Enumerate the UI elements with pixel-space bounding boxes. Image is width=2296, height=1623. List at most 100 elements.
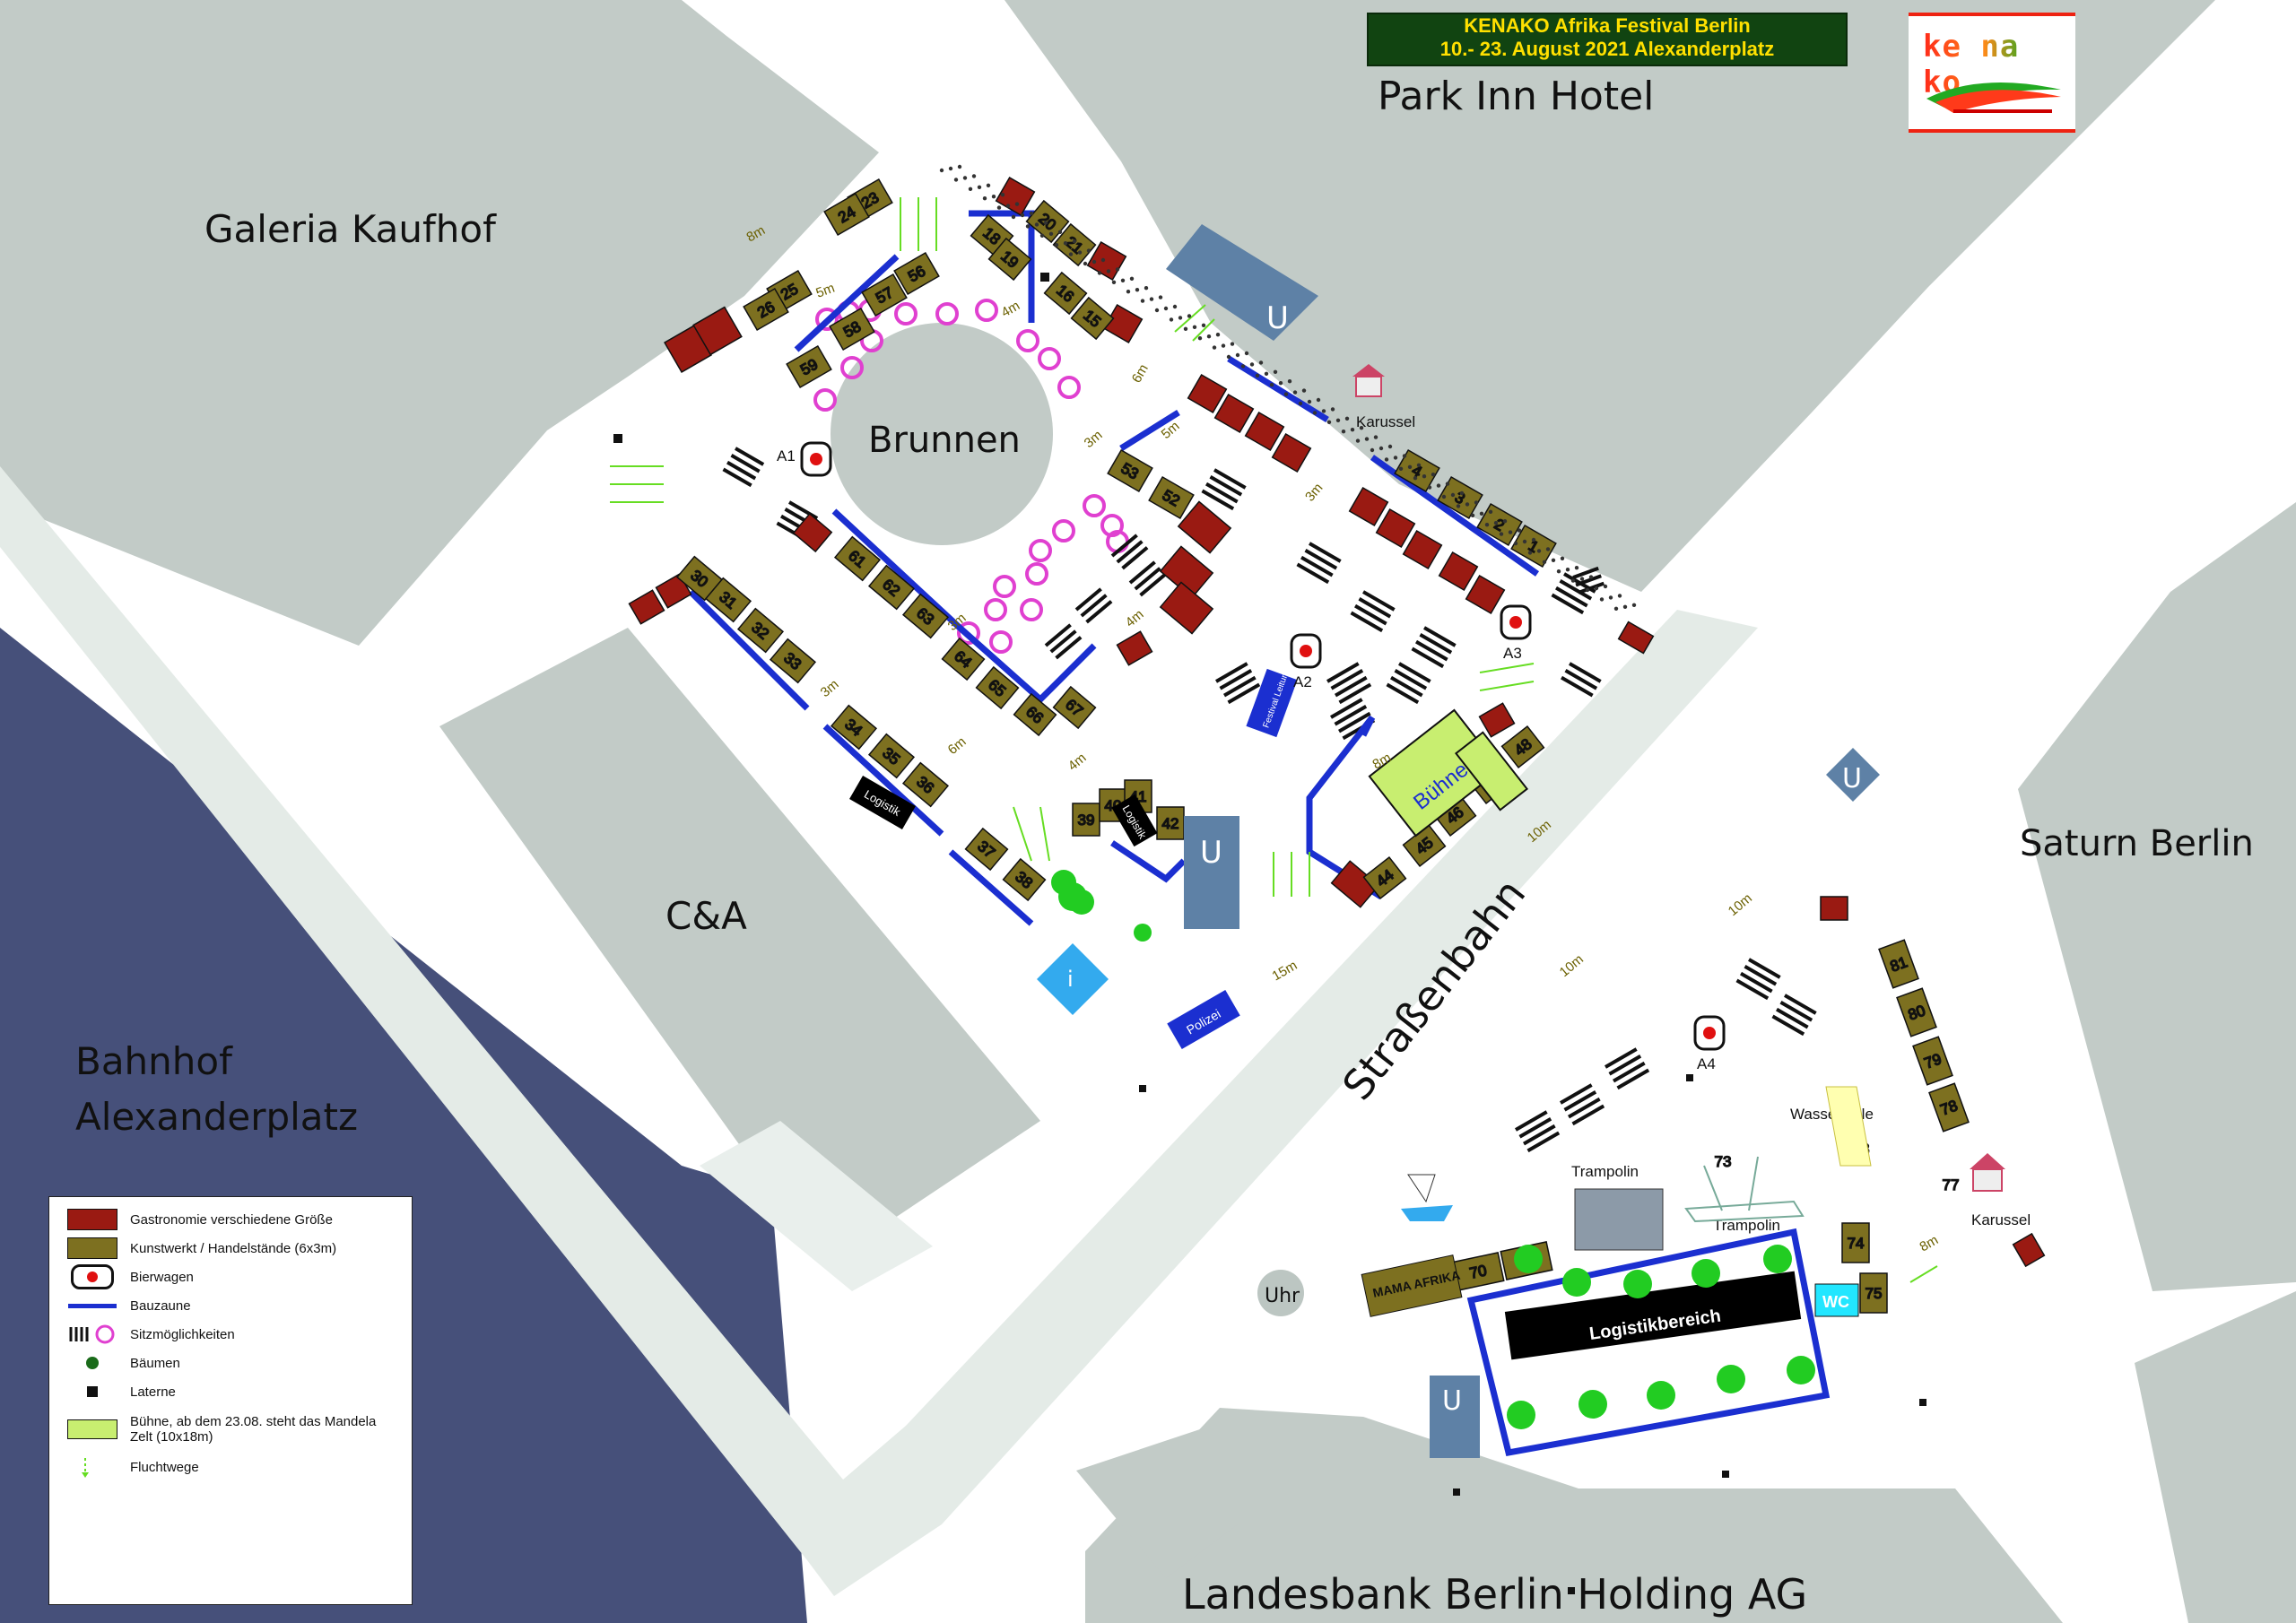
legend-bierwagen-label: Bierwagen: [130, 1269, 194, 1285]
stall-62: 62: [867, 564, 916, 611]
park-inn-label: Park Inn Hotel: [1378, 74, 1654, 119]
stall-75: 75: [1859, 1272, 1888, 1314]
stall-number-75: 75: [1866, 1285, 1883, 1302]
legend-row-sitz: Sitzmöglichkeiten: [67, 1323, 235, 1346]
u-sign-center: [1184, 816, 1239, 929]
stall-45: 45: [1402, 824, 1447, 867]
legend-row-bauzaune: Bauzaune: [67, 1294, 191, 1317]
legend-row-kunstwerk: Kunstwerkt / Handelstände (6x3m): [67, 1237, 336, 1260]
mama-afrika-stall: [1361, 1254, 1463, 1317]
gastronomie-stalls: [628, 176, 2046, 1268]
stall-73: 73: [1714, 1152, 1732, 1171]
trampolin-2-label: Trampolin: [1713, 1217, 1780, 1234]
brunnen-label: Brunnen: [868, 420, 1021, 461]
karussel-north-label: Karussel: [1356, 413, 1415, 430]
u-sign-south: [1430, 1376, 1480, 1458]
u-sign-north: [1166, 224, 1318, 341]
legend-lantern-square: [87, 1386, 98, 1397]
stall-53: 53: [1107, 448, 1153, 493]
stall-33: 33: [769, 638, 817, 684]
legend-row-buehne: Bühne, ab dem 23.08. steht das Mandela Z…: [67, 1410, 390, 1448]
stall-64: 64: [941, 637, 986, 681]
bierwagen-label-a3: A3: [1503, 645, 1522, 662]
stall-65: 65: [975, 665, 1020, 710]
legend-buehne-label: Bühne, ab dem 23.08. steht das Mandela Z…: [130, 1414, 377, 1445]
logistikbereich-box: [1504, 1271, 1802, 1360]
karussel-north-icon: [1352, 364, 1385, 397]
kenako-logo-swoosh: [1926, 82, 2061, 113]
landesbank-label: Landesbank Berlin Holding AG: [1182, 1570, 1807, 1619]
stall-37: 37: [964, 827, 1009, 872]
bierwagen-label-a4: A4: [1697, 1055, 1716, 1072]
stall-44: 44: [1362, 856, 1407, 899]
legend-row-laterne: Laterne: [67, 1380, 176, 1403]
building-right-edge: [2135, 1291, 2296, 1623]
building-bottom-left-block: [1076, 1417, 1238, 1578]
stall-70: 70: [1451, 1252, 1505, 1291]
u-sign-south-label: U: [1442, 1385, 1462, 1417]
galeria-label: Galeria Kaufhof: [204, 207, 497, 251]
stall-32: 32: [736, 607, 785, 654]
stall-20: 20: [1025, 199, 1070, 244]
building-landesbank: [1085, 1408, 2063, 1623]
u-signs: U U U U: [1166, 224, 1880, 1458]
legend-sitz-label: Sitzmöglichkeiten: [130, 1326, 235, 1342]
legend-kunst-swatch: [67, 1237, 117, 1259]
legend-seat-symbol: [69, 1324, 115, 1344]
tram-track-dots: [939, 164, 1637, 611]
stall-4: 4: [1394, 448, 1440, 493]
logistik-box-center: [1111, 794, 1158, 847]
legend-baeumen-label: Bäumen: [130, 1355, 180, 1371]
karussel-south-label: Karussel: [1971, 1211, 2031, 1228]
wc-label: WC: [1822, 1293, 1849, 1311]
sailboat-icon: [1401, 1174, 1453, 1221]
building-saturn: [2018, 502, 2296, 1291]
legend-gastro-swatch: [67, 1209, 117, 1230]
stall-80: 80: [1896, 987, 1937, 1037]
fluchtwege-arrows: [610, 197, 1938, 1283]
stall-42: 42: [1156, 806, 1185, 840]
legend-kunstwerk-label: Kunstwerkt / Handelstände (6x3m): [130, 1240, 337, 1256]
legend-fluchtwege-label: Fluchtwege: [130, 1459, 199, 1475]
u-sign-north-label: U: [1266, 300, 1289, 336]
stall-19: 19: [987, 237, 1032, 282]
stall-52: 52: [1148, 475, 1195, 520]
stall-31: 31: [704, 577, 752, 623]
stall-78: 78: [1928, 1082, 1970, 1133]
legend-stage-swatch: [67, 1419, 117, 1439]
tram-corridor: [0, 466, 1758, 1596]
stall-number-39: 39: [1078, 812, 1095, 829]
stall-57: 57: [861, 273, 908, 317]
logistikbereich-fence: [1466, 1228, 1831, 1457]
festival-title-line2: 10.- 23. August 2021 Alexanderplatz: [1439, 38, 1775, 60]
legend-gastronomie-label: Gastronomie verschiedene Größe: [130, 1211, 333, 1228]
stall-48: 48: [1500, 725, 1545, 768]
stall-56: 56: [893, 251, 940, 296]
festival-leitung-box: [1246, 668, 1298, 738]
stall-59: 59: [786, 344, 832, 389]
saturn-label: Saturn Berlin: [2020, 823, 2254, 864]
legend-flight-arrows: [82, 1458, 89, 1478]
stall-40: 40: [1099, 788, 1127, 822]
stall-61: 61: [833, 535, 882, 582]
stall-58: 58: [829, 307, 875, 352]
service-boxes: Logistik Logistik Polizei Festival Leitu…: [849, 667, 1859, 1457]
bierwagen-a2: A2: [1290, 633, 1322, 690]
karussel-south-icon: [1970, 1153, 2005, 1192]
trampolin-1-label: Trampolin: [1571, 1163, 1639, 1180]
stall-63: 63: [901, 593, 950, 639]
uhr-marker: [1257, 1270, 1304, 1316]
stall-number-42: 42: [1162, 815, 1179, 832]
trees: [1051, 870, 1815, 1429]
stall-74: 74: [1841, 1222, 1870, 1263]
stall-77: 77: [1942, 1176, 1960, 1194]
bierwagen-a1: A1: [777, 441, 832, 477]
legend-tree-dot: [86, 1357, 99, 1369]
bierwagen-label-a1: A1: [777, 447, 796, 464]
trampolin-2-icon: [1684, 1156, 1805, 1223]
stall-36: 36: [901, 761, 950, 808]
stall-24: 24: [823, 192, 870, 237]
festival-title-banner: KENAKO Afrika Festival Berlin 10.- 23. A…: [1367, 13, 1848, 66]
